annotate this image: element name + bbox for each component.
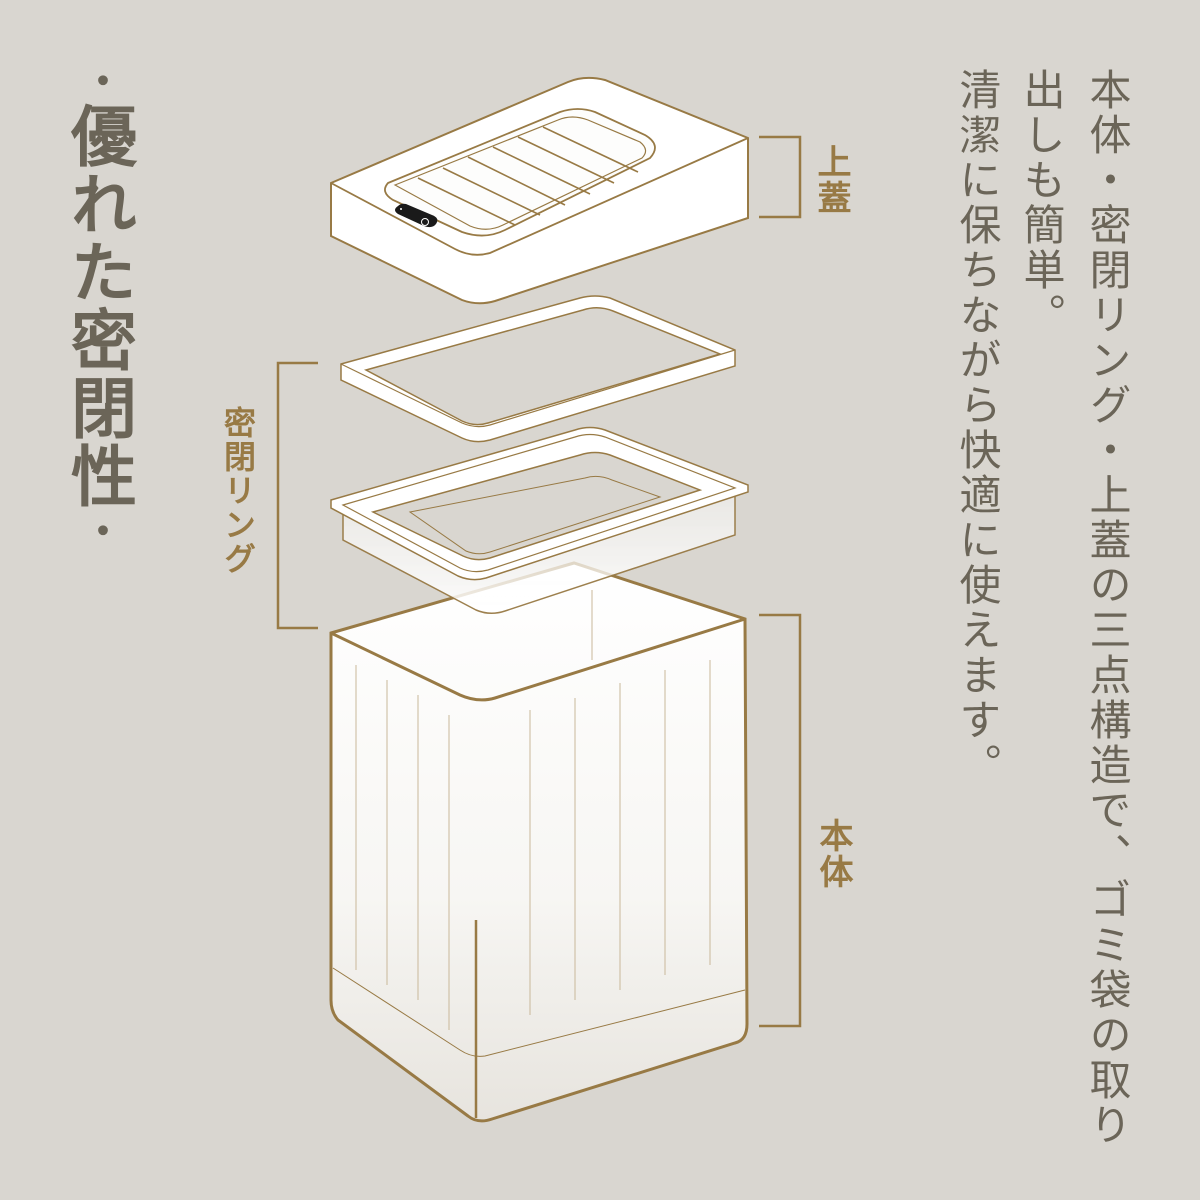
brackets bbox=[276, 135, 802, 1028]
sensor-icon bbox=[395, 203, 438, 228]
title-dot-bottom: ・ bbox=[76, 510, 123, 552]
title-text: 優れた密閉性 bbox=[60, 102, 138, 510]
body-part bbox=[329, 561, 749, 1123]
title-dot-top: ・ bbox=[76, 60, 123, 102]
label-lid: 上蓋 bbox=[811, 144, 851, 216]
label-sealing-ring: 密閉リング bbox=[219, 406, 257, 576]
lid-bracket bbox=[759, 135, 802, 219]
lid-part bbox=[330, 76, 749, 305]
description-line-3: 清潔に保ちながら快適に使えます。 bbox=[953, 68, 1002, 788]
body-bracket bbox=[759, 613, 802, 1028]
seal-ring-part bbox=[340, 295, 736, 443]
inner-ring-part bbox=[330, 426, 749, 614]
ring-bracket bbox=[276, 361, 318, 630]
label-body: 本体 bbox=[813, 818, 853, 890]
description-line-2: 出しも簡単。 bbox=[1017, 68, 1066, 338]
page-title: ・優れた密閉性・ bbox=[60, 60, 138, 552]
description-line-1: 本体・密閉リング・上蓋の三点構造で、ゴミ袋の取り bbox=[1083, 68, 1132, 1148]
